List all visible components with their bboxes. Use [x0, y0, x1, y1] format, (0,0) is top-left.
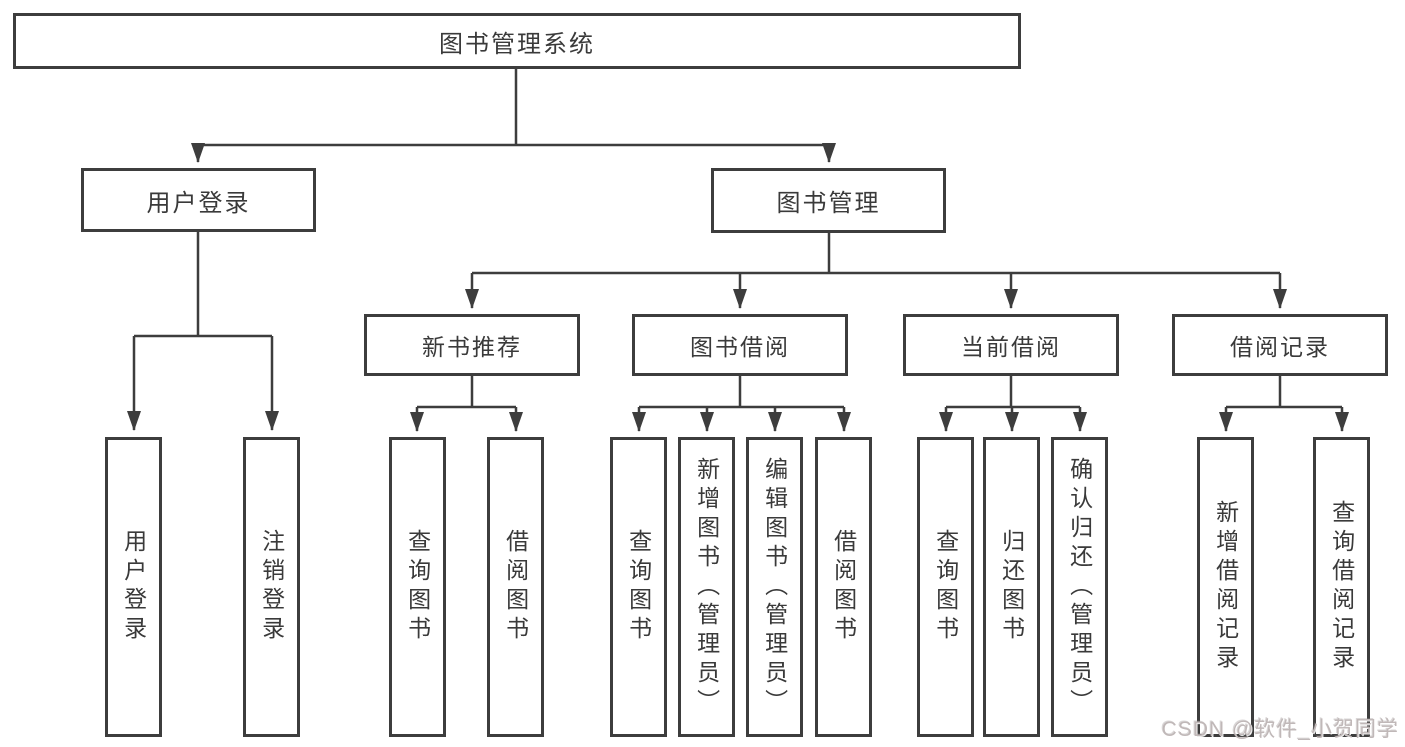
leaf-query-books-borrowing: 查询图书	[610, 437, 667, 737]
leaf-query-books-recommend: 查询图书	[389, 437, 446, 737]
connector-root-to-level2	[191, 69, 836, 163]
leaf-query-borrow-record: 查询借阅记录	[1313, 437, 1370, 737]
connector-user-login-to-leaves	[127, 232, 279, 431]
node-current-borrowing: 当前借阅	[903, 314, 1119, 376]
node-borrowing-records: 借阅记录	[1172, 314, 1388, 376]
leaf-return-book: 归还图书	[983, 437, 1040, 737]
leaf-add-borrow-record: 新增借阅记录	[1197, 437, 1254, 737]
node-new-book-recommend: 新书推荐	[364, 314, 580, 376]
leaf-edit-book-admin: 编辑图书（管理员）	[746, 437, 803, 737]
node-system-root: 图书管理系统	[13, 13, 1021, 69]
leaf-confirm-return-admin: 确认归还（管理员）	[1051, 437, 1108, 737]
connector-records-to-leaves	[1219, 376, 1349, 432]
node-user-login: 用户登录	[81, 168, 316, 232]
leaf-borrow-book-recommend: 借阅图书	[487, 437, 544, 737]
node-book-management: 图书管理	[711, 168, 946, 233]
leaf-add-book-admin: 新增图书（管理员）	[678, 437, 735, 737]
connector-borrowing-to-leaves	[632, 376, 851, 432]
leaf-logout: 注销登录	[243, 437, 300, 737]
leaf-query-books-current: 查询图书	[917, 437, 974, 737]
leaf-borrow-book: 借阅图书	[815, 437, 872, 737]
leaf-user-login: 用户登录	[105, 437, 162, 737]
connector-current-to-leaves	[939, 376, 1087, 432]
node-book-borrowing: 图书借阅	[632, 314, 848, 376]
connector-book-management-to-level3	[465, 233, 1287, 309]
connector-recommend-to-leaves	[410, 376, 523, 432]
watermark: CSDN @软件_小贺同学	[1161, 718, 1399, 741]
